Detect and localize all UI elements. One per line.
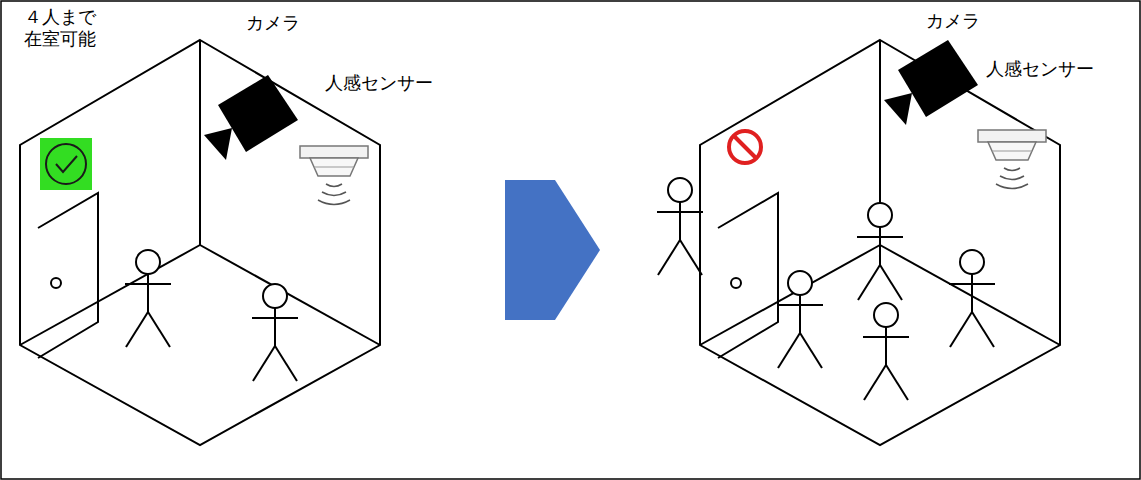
person xyxy=(125,250,171,347)
camera xyxy=(204,75,298,160)
ok-badge xyxy=(40,138,92,190)
person xyxy=(863,303,909,400)
part-label: 人感センサー xyxy=(325,72,433,94)
part-label: カメラ xyxy=(926,10,980,32)
part-label: 人感センサー xyxy=(986,58,1094,80)
part-label: カメラ xyxy=(246,12,300,34)
motion-sensor xyxy=(300,146,368,205)
flow-arrow xyxy=(505,180,600,320)
person xyxy=(252,284,298,381)
person xyxy=(949,250,995,347)
no-entry-sign xyxy=(729,131,761,163)
motion-sensor xyxy=(978,130,1046,189)
person xyxy=(857,203,903,300)
room xyxy=(20,40,380,445)
person xyxy=(777,271,823,368)
person xyxy=(657,178,703,275)
camera xyxy=(884,40,978,125)
room xyxy=(700,40,1060,445)
capacity-note: ４人まで 在室可能 xyxy=(24,6,116,49)
